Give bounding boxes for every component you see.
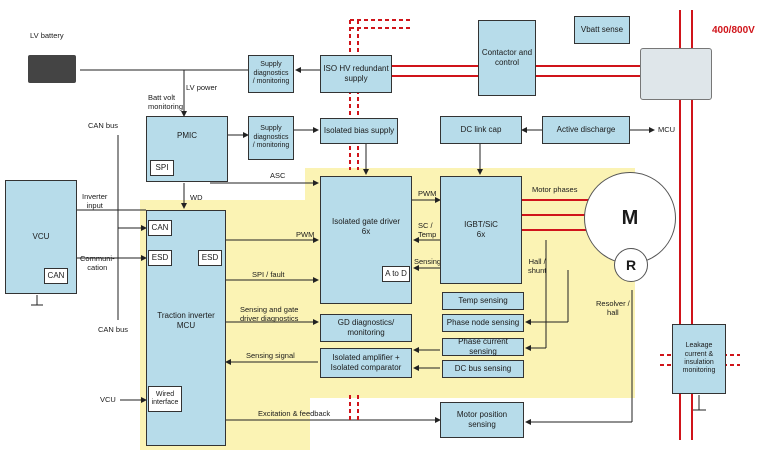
iso-amp-block: Isolated amplifier + Isolated comparator (320, 348, 412, 378)
supply-diag-block-2: Supply diagnostics / monitoring (248, 116, 294, 160)
dc-bus-block: DC bus sensing (442, 360, 524, 378)
motor-phases-label: Motor phases (532, 185, 578, 194)
excitation-label: Excitation & feedback (258, 409, 331, 418)
sensing-gate-label: Sensing and gate driver diagnostics (240, 305, 299, 323)
hv-battery-icon (640, 48, 712, 100)
temp-sensing-block: Temp sensing (442, 292, 524, 310)
inverter-input-label: Inverter input (82, 192, 108, 210)
can-bus-bottom-label: CAN bus (98, 325, 129, 334)
gate-driver-block: Isolated gate driver 6x (320, 176, 412, 304)
iso-hv-block: ISO HV redundant supply (320, 55, 392, 93)
mcu-esd-left: ESD (148, 250, 172, 266)
motor-r: R (614, 248, 648, 282)
lv-battery-icon (28, 55, 76, 83)
leakage-block: Leakage current & insulation monitoring (672, 324, 726, 394)
dc-link-block: DC link cap (440, 116, 522, 144)
mcu-out-label: MCU (658, 125, 676, 134)
atod-port: A to D (382, 266, 410, 282)
phase-current-block: Phase current sensing (442, 337, 524, 356)
vbatt-block: Vbatt sense (574, 16, 630, 44)
vcu-can-port: CAN (44, 268, 68, 284)
active-discharge-block: Active discharge (542, 116, 630, 144)
phase-node-block: Phase node sensing (442, 314, 524, 332)
sensing-signal-label: Sensing signal (246, 351, 295, 360)
can-bus-top-label: CAN bus (88, 121, 119, 130)
mcu-esd-right: ESD (198, 250, 222, 266)
motor-pos-block: Motor position sensing (440, 402, 524, 438)
resolver-hall-label: Resolver / hall (596, 299, 630, 317)
hv-voltage-label: 400/800V (712, 25, 755, 36)
asc-label: ASC (270, 171, 286, 180)
contactor-block: Contactor and control (478, 20, 536, 96)
gd-diag-block: GD diagnostics/ monitoring (320, 314, 412, 342)
hall-shunt-label: Hall / shunt (528, 257, 547, 275)
wd-label: WD (190, 193, 203, 202)
wired-interface: Wired interface (148, 386, 182, 412)
igbt-block: IGBT/SiC 6x (440, 176, 522, 284)
supply-diag-block-1: Supply diagnostics / monitoring (248, 55, 294, 93)
communication-label: Communi- cation (80, 254, 115, 272)
spi-fault-label: SPI / fault (252, 270, 285, 279)
iso-bias-block: Isolated bias supply (320, 118, 398, 144)
batt-volt-label: Batt volt monitoring (148, 93, 184, 111)
sc-temp-label: SC / Temp (418, 221, 437, 239)
lv-battery-label: LV battery (30, 31, 64, 40)
lv-power-label: LV power (186, 83, 218, 92)
mcu-can-port: CAN (148, 220, 172, 236)
pwm-gd-label: PWM (418, 189, 437, 198)
sensing-label: Sensing (414, 257, 442, 266)
vcu-in-label: VCU (100, 395, 116, 404)
pwm-mcu-label: PWM (296, 230, 315, 239)
spi-port: SPI (150, 160, 174, 176)
